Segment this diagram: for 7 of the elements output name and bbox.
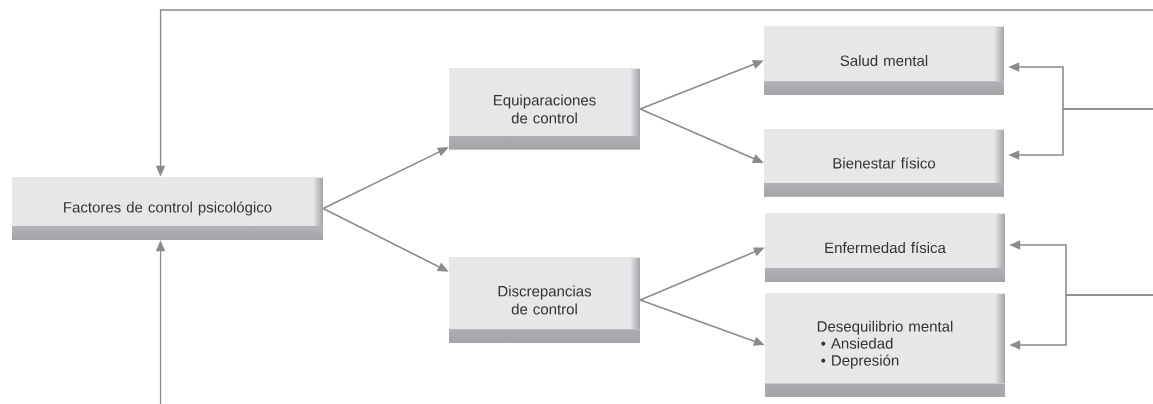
process-box: Factores de control psicológico [12, 177, 323, 240]
process-box: Desequilibrio mental • Ansiedad • Depresión [765, 293, 1005, 397]
process-box: Enfermedad física [765, 213, 1005, 282]
process-box: Bienestar físico [764, 129, 1004, 197]
process-box: Equiparaciones de control [449, 68, 640, 150]
process-box: Salud mental [764, 26, 1004, 95]
process-box: Discrepancias de control [449, 257, 640, 343]
